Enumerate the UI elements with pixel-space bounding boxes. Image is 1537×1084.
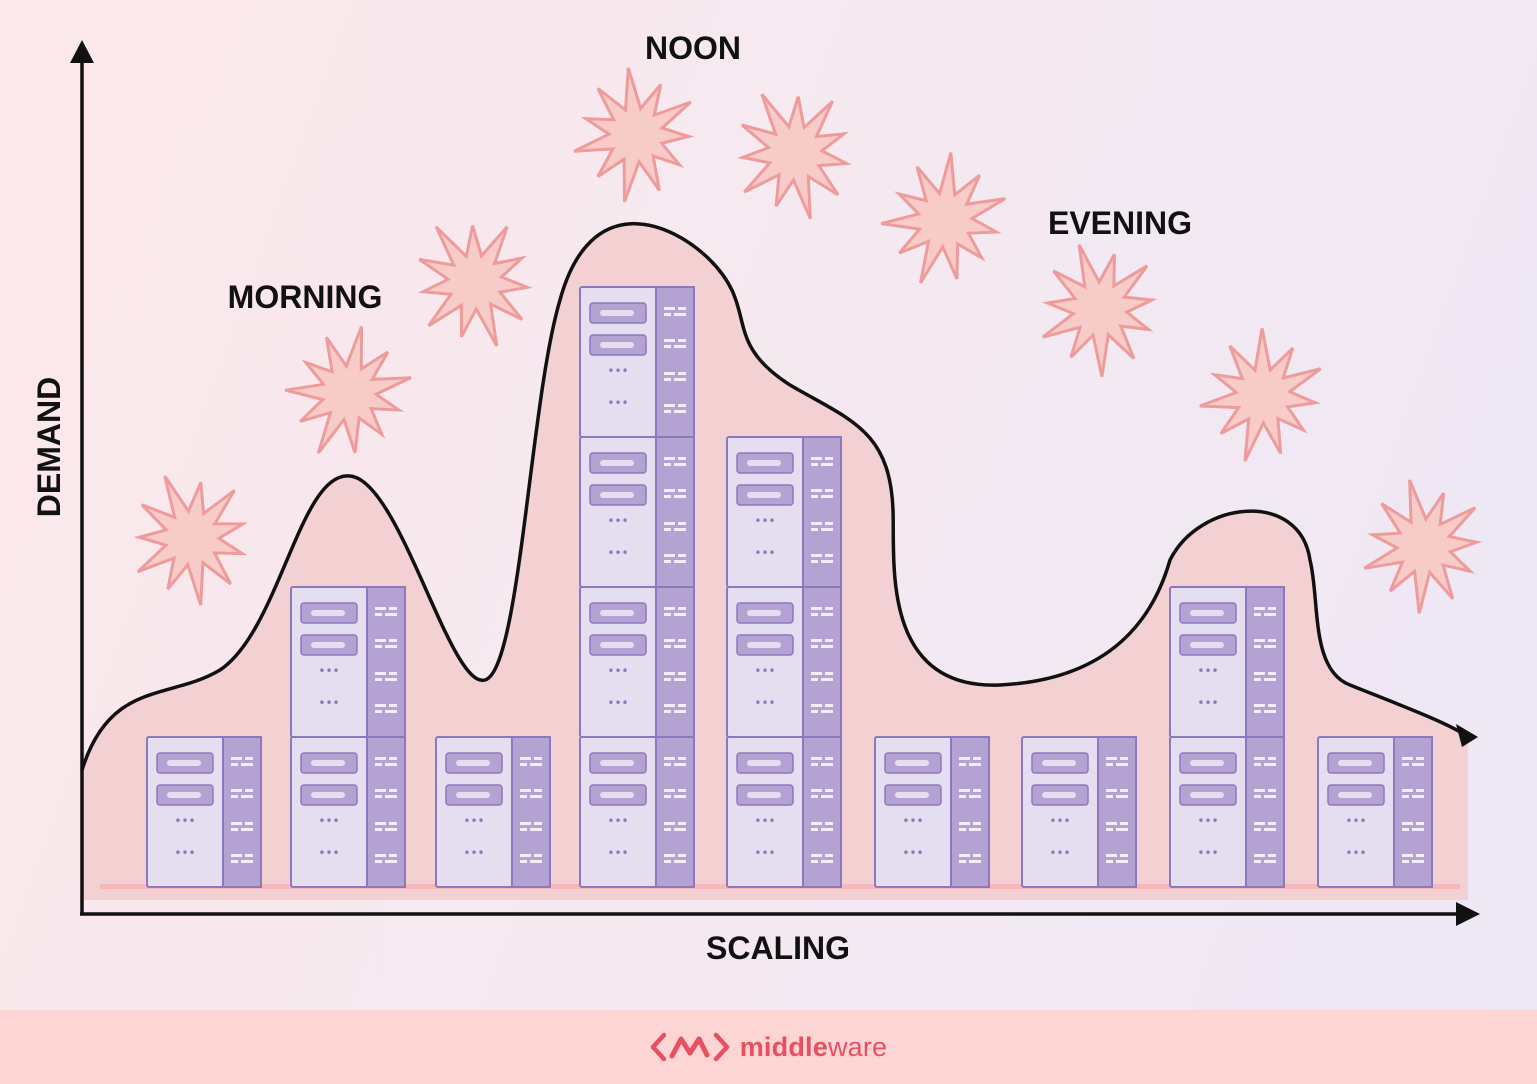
server-rack-icon: ••• ••• [290,736,406,888]
server-rack-icon: ••• ••• [726,736,842,888]
server-rack-icon: ••• ••• [1021,736,1137,888]
starburst-icon [1041,243,1158,377]
server-dots: ••• [1345,814,1366,828]
x-axis-label: SCALING [706,930,850,966]
server-racks: ••••••••••••••••••••••••••••••••••••••••… [146,286,1433,888]
server-rack-icon: ••• ••• [1317,736,1433,888]
brand-name-rest: ware [827,1031,888,1062]
server-dots: ••• [1197,696,1218,710]
noon-label: NOON [645,30,741,66]
middleware-logo-icon [650,1032,729,1062]
server-dots: ••• [1197,814,1218,828]
server-dots: ••• [754,846,775,860]
server-rack-icon: ••• ••• [579,586,695,738]
server-rack-icon: ••• ••• [726,436,842,588]
demand-bursts [133,67,1483,614]
server-dots: ••• [902,814,923,828]
footer-bar: middleware [0,1010,1537,1084]
starburst-icon [880,152,1006,284]
y-axis-arrow-icon [70,40,94,63]
morning-label: MORNING [228,279,383,315]
brand-name: middleware [740,1032,888,1063]
starburst-icon [1363,479,1483,614]
y-axis-label: DEMAND [31,377,67,517]
server-dots: ••• [1197,664,1218,678]
demand-curve [80,221,1464,772]
server-dots: ••• [318,696,339,710]
server-dots: ••• [318,814,339,828]
x-axis-arrow-icon [1456,902,1480,926]
server-dots: ••• [607,846,628,860]
server-dots: ••• [1049,814,1070,828]
server-dots: ••• [607,364,628,378]
server-dots: ••• [174,846,195,860]
server-dots: ••• [318,846,339,860]
starburst-icon [737,93,852,220]
evening-label: EVENING [1048,205,1192,241]
server-rack-icon: ••• ••• [1169,586,1285,738]
server-dots: ••• [1049,846,1070,860]
server-rack-icon: ••• ••• [1169,736,1285,888]
server-dots: ••• [463,846,484,860]
server-dots: ••• [754,696,775,710]
server-rack-icon: ••• ••• [290,586,406,738]
server-dots: ••• [902,846,923,860]
server-dots: ••• [607,546,628,560]
server-dots: ••• [1197,846,1218,860]
server-rack-icon: ••• ••• [726,586,842,738]
server-dots: ••• [754,664,775,678]
brand-name-strong: middle [739,1031,828,1062]
server-dots: ••• [463,814,484,828]
server-dots: ••• [1345,846,1366,860]
server-dots: ••• [607,696,628,710]
starburst-icon [1199,328,1322,462]
server-rack-icon: ••• ••• [579,736,695,888]
server-rack-icon: ••• ••• [579,436,695,588]
server-rack-icon: ••• ••• [579,286,695,438]
starburst-icon [417,225,533,347]
server-dots: ••• [174,814,195,828]
server-rack-icon: ••• ••• [874,736,990,888]
starburst-icon [133,475,249,606]
starburst-icon [284,326,412,455]
demand-scaling-diagram: ••••••••••••••••••••••••••••••••••••••••… [31,30,1483,966]
server-dots: ••• [607,396,628,410]
brand-logo: middleware [650,1031,888,1063]
server-dots: ••• [754,814,775,828]
curve-arrowhead-icon [1456,724,1478,747]
server-dots: ••• [754,514,775,528]
server-dots: ••• [607,814,628,828]
starburst-icon [573,67,695,203]
server-dots: ••• [754,546,775,560]
server-rack-icon: ••• ••• [435,736,551,888]
server-dots: ••• [607,664,628,678]
server-dots: ••• [318,664,339,678]
server-rack-icon: ••• ••• [146,736,262,888]
server-dots: ••• [607,514,628,528]
